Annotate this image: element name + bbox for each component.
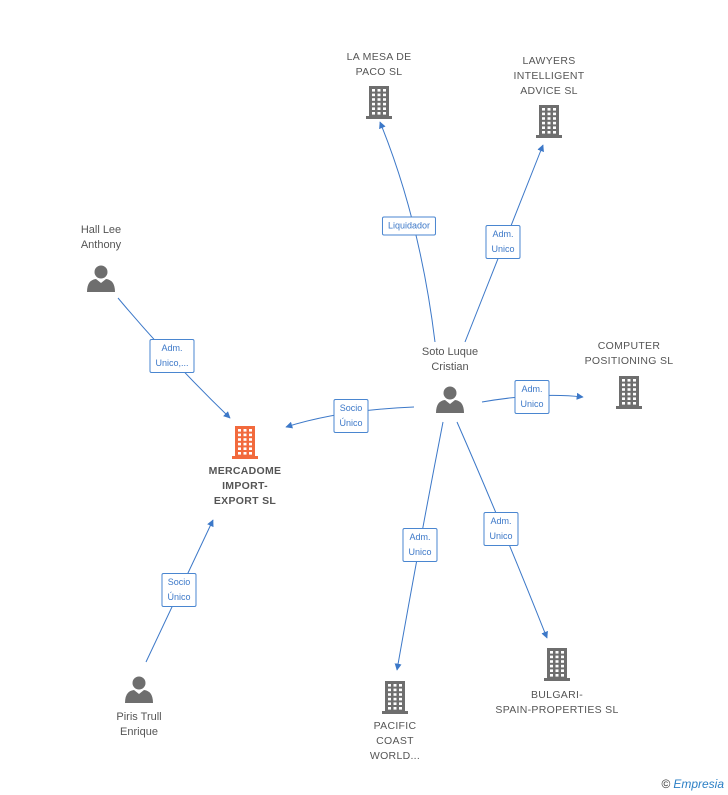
building-icon-bulgari[interactable] — [544, 648, 570, 681]
edge-label-soto-mesa[interactable]: Liquidador — [381, 216, 437, 236]
watermark-text: Empresia — [673, 777, 724, 791]
edge-label-soto-bulgari[interactable]: Adm. Unico — [483, 512, 519, 546]
person-icon-soto[interactable] — [436, 386, 464, 414]
edge-label-soto-lawyers[interactable]: Adm. Unico — [485, 225, 521, 259]
building-icon-mesa[interactable] — [366, 86, 392, 119]
node-label-piris[interactable]: Piris Trull Enrique — [116, 711, 162, 738]
building-icon-lawyers[interactable] — [536, 105, 562, 138]
edge-label-hall-mercadome[interactable]: Adm. Unico,... — [149, 339, 195, 373]
node-label-soto[interactable]: Soto Luque Cristian — [421, 346, 479, 373]
node-label-pacific[interactable]: PACIFIC COAST WORLD... — [369, 720, 421, 762]
building-icon-mercadome[interactable] — [232, 426, 258, 459]
watermark: ©Empresia — [661, 777, 724, 791]
building-icon-computer[interactable] — [616, 376, 642, 409]
edge-label-soto-mercadome[interactable]: Socio Único — [333, 399, 369, 433]
node-label-hall[interactable]: Hall Lee Anthony — [80, 224, 122, 251]
node-label-mercadome[interactable]: MERCADOME IMPORT- EXPORT SL — [208, 465, 282, 507]
person-icon-piris[interactable] — [125, 676, 153, 704]
person-icon-hall[interactable] — [87, 265, 115, 293]
edge-label-piris-mercadome[interactable]: Socio Único — [161, 573, 197, 607]
node-label-bulgari[interactable]: BULGARI- SPAIN-PROPERTIES SL — [495, 689, 619, 716]
node-label-mesa[interactable]: LA MESA DE PACO SL — [346, 51, 412, 78]
node-label-lawyers[interactable]: LAWYERS INTELLIGENT ADVICE SL — [513, 55, 585, 97]
copyright-icon: © — [661, 777, 671, 791]
edge-label-soto-pacific[interactable]: Adm. Unico — [402, 528, 438, 562]
edge-label-soto-computer[interactable]: Adm. Unico — [514, 380, 550, 414]
building-icon-pacific[interactable] — [382, 681, 408, 714]
node-label-computer[interactable]: COMPUTER POSITIONING SL — [584, 340, 674, 367]
